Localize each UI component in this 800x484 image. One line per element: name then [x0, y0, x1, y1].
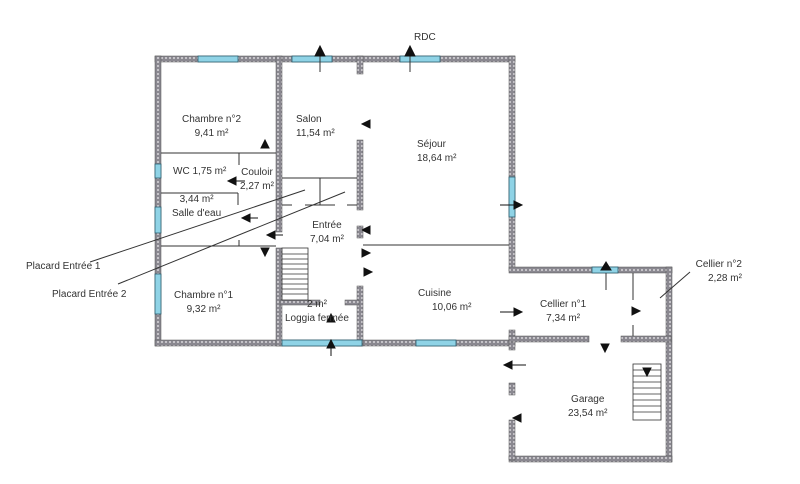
room-garage: Garage 23,54 m²: [568, 393, 607, 421]
room-name: Cellier n°1: [540, 299, 587, 310]
room-salle-deau: 3,44 m² Salle d'eau: [172, 193, 221, 221]
room-name: Chambre n°2: [182, 114, 242, 125]
room-name: Garage: [571, 394, 605, 405]
room-chambre-2: Chambre n°2 9,41 m²: [182, 113, 241, 141]
callout-placard-entree-2: Placard Entrée 2: [52, 289, 127, 300]
walls: [154, 55, 673, 463]
room-area: 2 m²: [306, 299, 327, 310]
room-salon: Salon 11,54 m²: [296, 113, 335, 141]
room-name: Entrée: [312, 220, 342, 231]
room-area: 2,28 m²: [708, 273, 742, 284]
room-name: Chambre n°1: [174, 290, 234, 301]
room-couloir: Couloir 2,27 m²: [240, 166, 274, 194]
room-area: 3,44 m²: [179, 194, 214, 205]
door-arrows: [226, 44, 652, 423]
room-name: Loggia fermée: [285, 313, 349, 324]
room-area: 11,54 m²: [296, 128, 335, 139]
room-cuisine: Cuisine 10,06 m²: [418, 287, 471, 315]
room-name: Séjour: [417, 139, 446, 150]
room-area: 2,27 m²: [240, 181, 274, 192]
room-entree: Entrée 7,04 m²: [310, 219, 344, 247]
partitions: [89, 52, 691, 336]
room-area: 9,41 m²: [194, 128, 229, 139]
room-cellier-2: Cellier n°2 2,28 m²: [688, 258, 742, 286]
room-name: Cuisine: [418, 288, 452, 299]
room-area: 23,54 m²: [568, 408, 608, 419]
plan-title: RDC: [414, 32, 436, 43]
room-wc: WC 1,75 m²: [173, 166, 227, 177]
callout-placard-entree-1: Placard Entrée 1: [26, 261, 101, 272]
room-name: Salon: [296, 114, 322, 125]
room-area: 7,04 m²: [310, 234, 344, 245]
room-name: Couloir: [241, 167, 273, 178]
room-area: 7,34 m²: [546, 313, 581, 324]
room-area: 10,06 m²: [432, 302, 472, 313]
room-name: Salle d'eau: [172, 208, 222, 219]
room-area: 9,32 m²: [186, 304, 221, 315]
room-sejour: Séjour 18,64 m²: [417, 138, 456, 166]
windows: [154, 55, 619, 347]
room-cellier-1: Cellier n°1 7,34 m²: [540, 298, 586, 326]
room-loggia: 2 m² Loggia fermée: [285, 298, 349, 326]
room-name: Cellier n°2: [695, 259, 742, 270]
room-area: 18,64 m²: [417, 153, 457, 164]
room-chambre-1: Chambre n°1 9,32 m²: [174, 289, 233, 317]
staircase-entree: [281, 247, 309, 301]
